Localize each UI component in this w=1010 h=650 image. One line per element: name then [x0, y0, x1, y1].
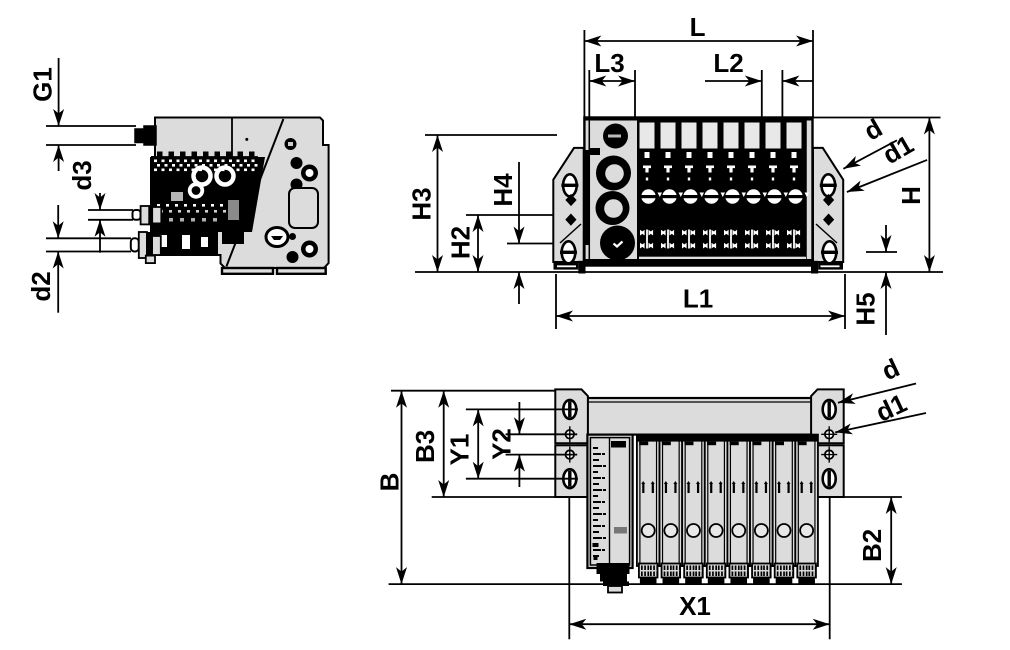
svg-text:Y1: Y1 — [445, 434, 475, 466]
svg-text:d2: d2 — [26, 271, 56, 301]
svg-text:H: H — [896, 186, 926, 205]
svg-text:L2: L2 — [713, 48, 743, 78]
svg-text:H3: H3 — [407, 187, 437, 220]
svg-text:H2: H2 — [446, 226, 476, 259]
svg-text:G1: G1 — [28, 67, 58, 102]
svg-text:L3: L3 — [594, 48, 624, 78]
svg-text:d3: d3 — [67, 160, 97, 190]
svg-text:B2: B2 — [857, 529, 887, 562]
svg-text:L: L — [690, 12, 706, 42]
svg-text:H4: H4 — [488, 173, 518, 207]
svg-text:X1: X1 — [679, 591, 711, 621]
svg-text:H5: H5 — [851, 292, 881, 325]
svg-text:L1: L1 — [683, 284, 713, 314]
svg-text:B: B — [375, 473, 405, 492]
svg-text:B3: B3 — [410, 430, 440, 463]
